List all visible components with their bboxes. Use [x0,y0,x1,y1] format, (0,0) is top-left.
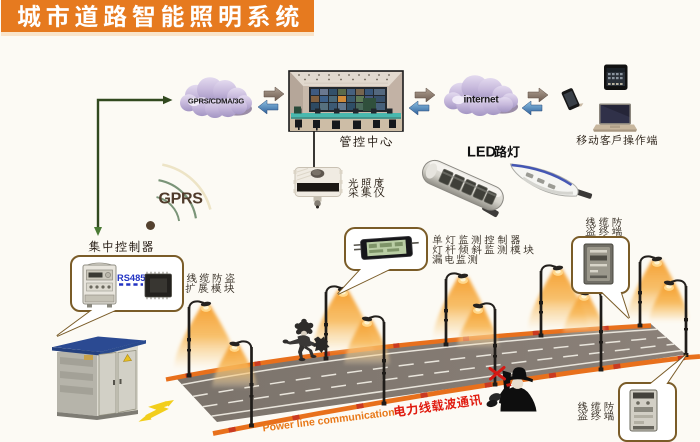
svg-text:internet: internet [463,95,499,106]
svg-text:RS485: RS485 [117,273,145,283]
svg-text:GPRS: GPRS [159,191,204,208]
svg-text:GPRS/CDMA/3G: GPRS/CDMA/3G [188,97,245,106]
svg-text:LED: LED [467,145,496,161]
